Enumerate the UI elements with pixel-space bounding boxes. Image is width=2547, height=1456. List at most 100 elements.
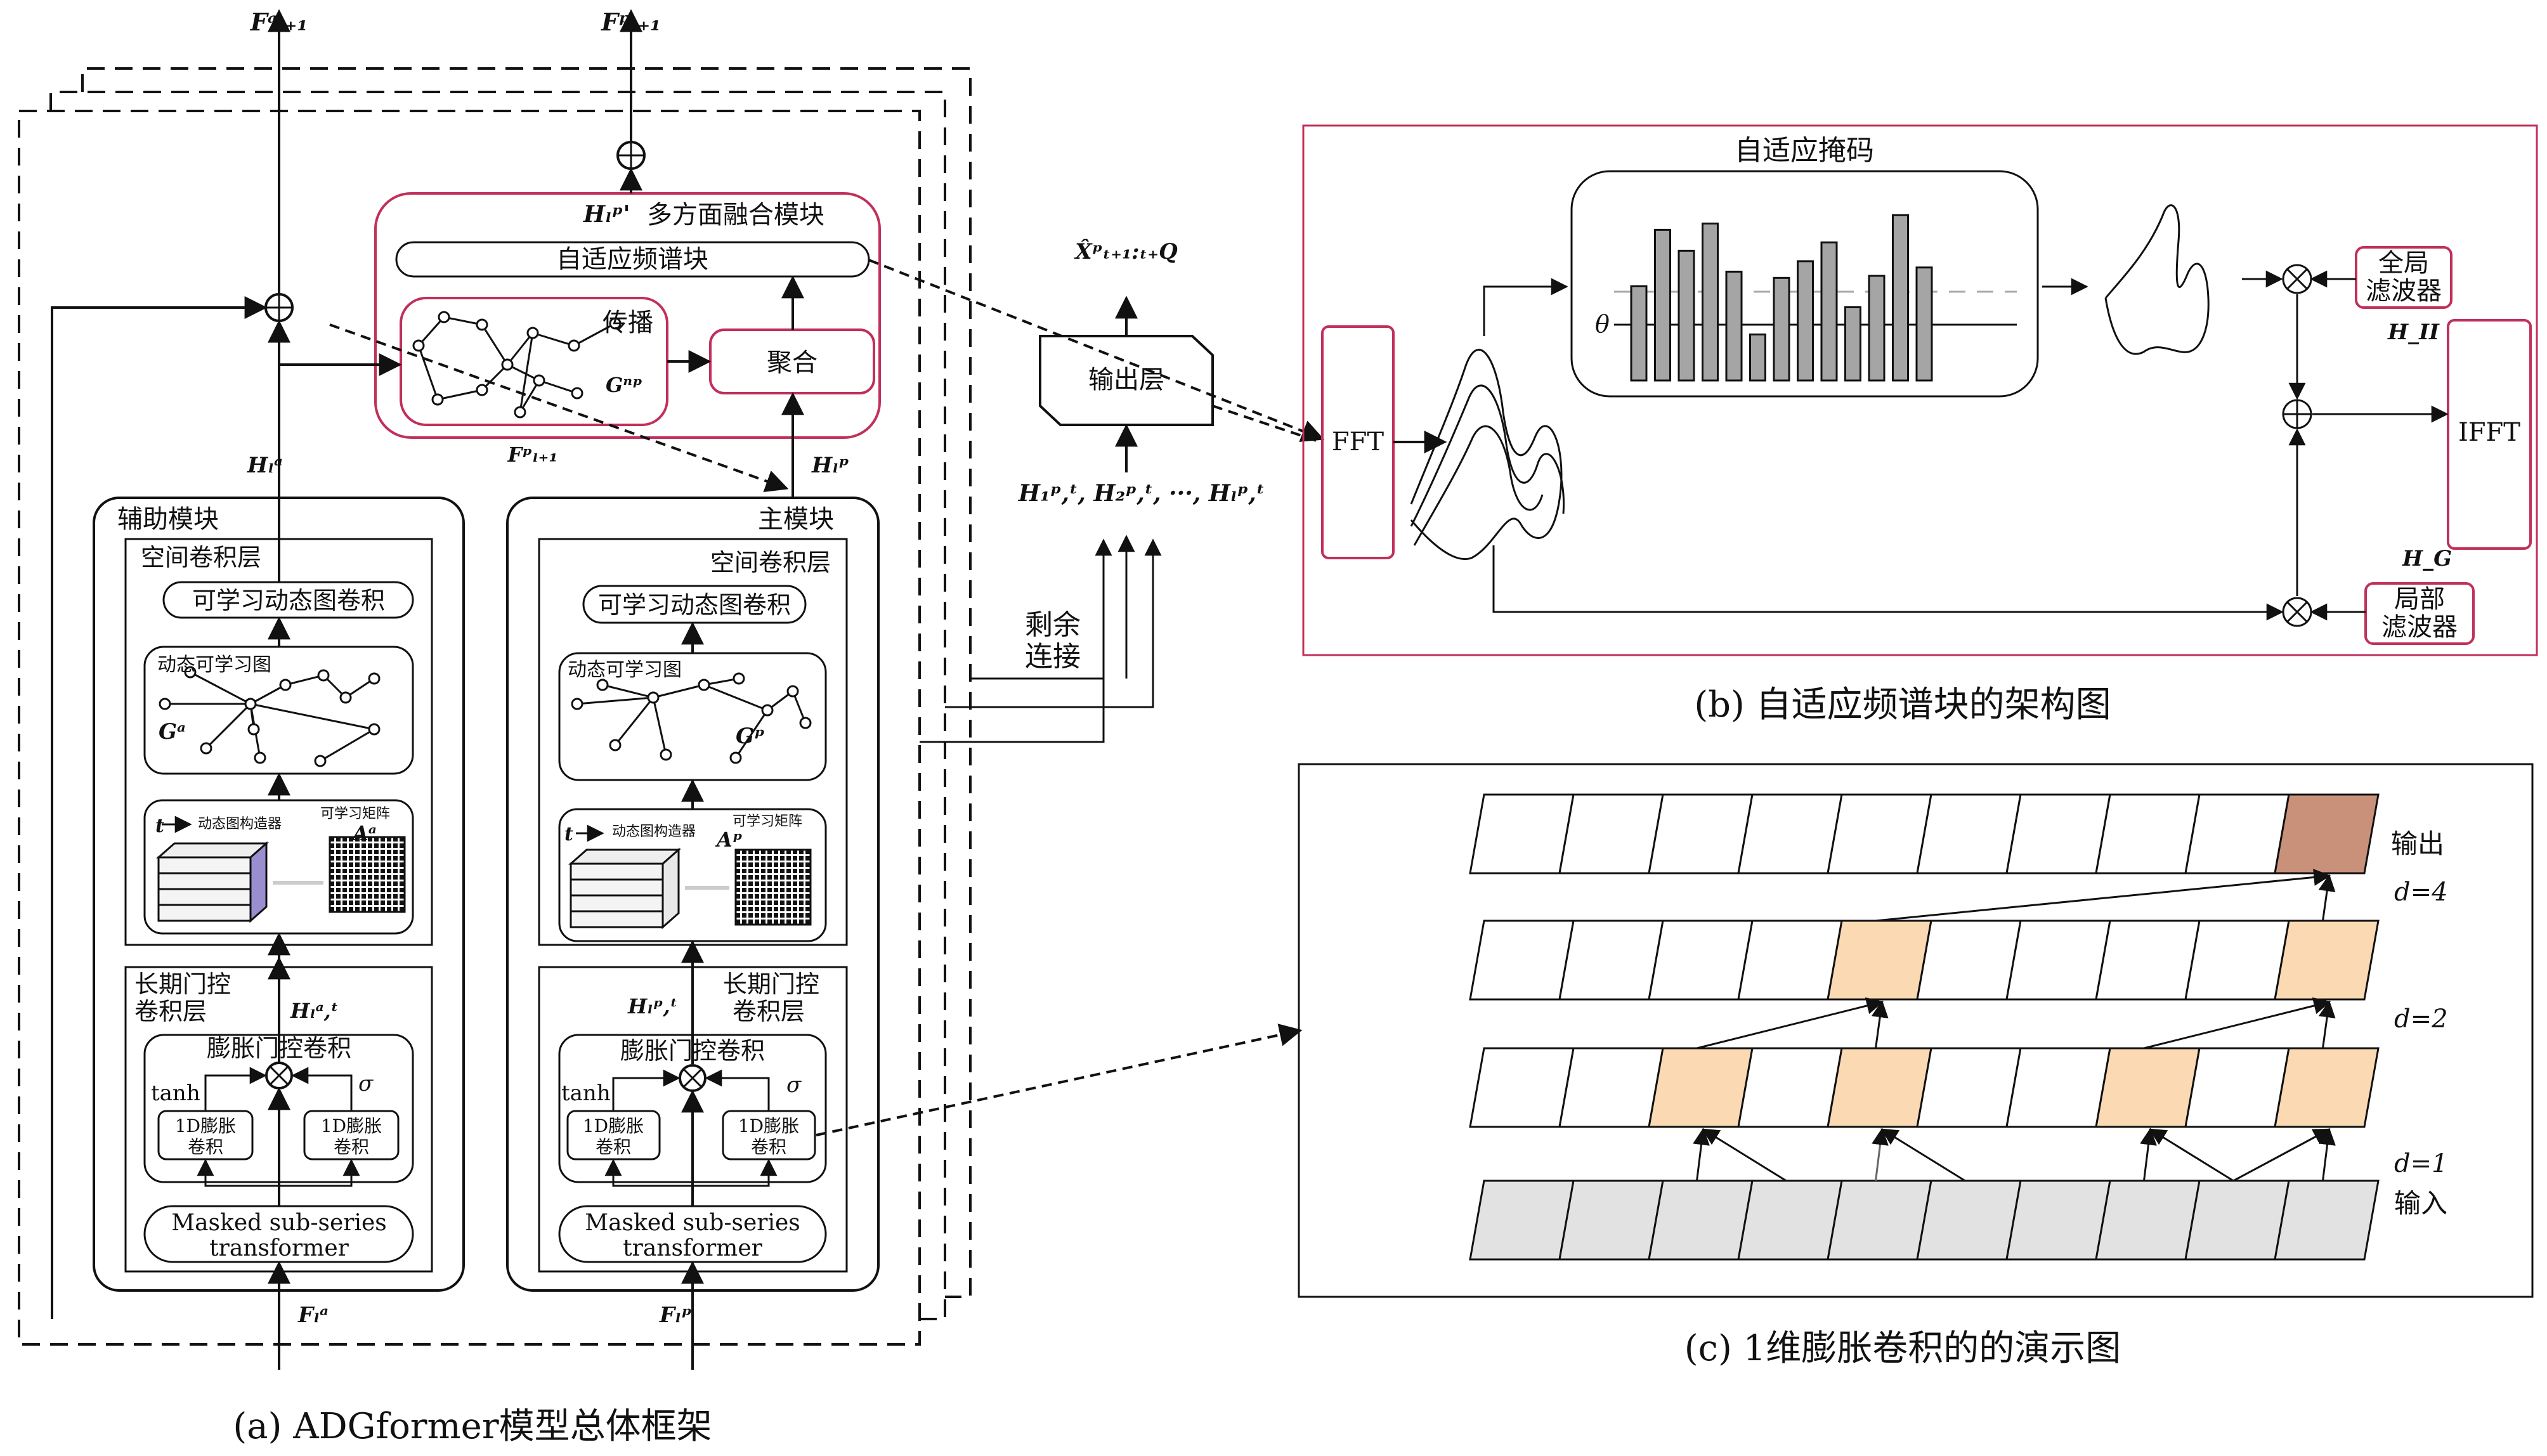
dilation-arrow [1693,1128,1710,1181]
mask-bars [1630,214,1933,382]
aux-graph-node [279,679,292,691]
aux-sigma-label: σ [358,1071,374,1096]
fusion-h-label: Hₗᵖ' [583,201,630,228]
caption-c: (c) 1维膨胀卷积的的演示图 [1684,1328,2121,1369]
main-longgate-line2: 卷积层 [733,998,805,1025]
mask-bar [1797,260,1814,382]
mask-bar [1677,249,1695,382]
dilation-cell [1558,1047,1664,1128]
aux-graph-edge [250,703,375,731]
aux-conv-left-line2: 卷积 [188,1136,223,1157]
mask-bar [1725,270,1743,382]
propagate-graph-edge [573,322,616,347]
aux-graph-edge [320,728,375,762]
caption-b: (b) 自适应频谱块的架构图 [1694,684,2111,725]
mask-bar [1630,285,1648,382]
dilation-cell [1469,920,1575,1001]
main-masked-line1: Masked sub-series [585,1210,800,1236]
propagate-graph-node [571,387,583,400]
adaptive-mask-box [1570,170,2039,398]
adaptive-spectrum-box [395,241,870,278]
residual-line1: 剩余 [1025,609,1081,641]
dilation-cell [2005,793,2111,874]
dilation-cell [1916,1047,2022,1128]
dilation-cell [1737,793,1843,874]
propagate-graph-node [609,317,622,330]
dilation-arrow [1871,1000,1889,1049]
aux-ht-label: Hₗᵃ,ᵗ [290,999,339,1023]
propagate-graph-node [476,318,488,331]
aux-graph-node [184,666,197,679]
dilation-cell [1827,1180,1932,1261]
layer-frame-back [81,67,972,1298]
propagate-label: 传播 [603,308,653,337]
dilation-cell [2274,1180,2380,1261]
output-layer-box [1039,335,1214,426]
aux-matrix-label: Aᵃ [351,821,377,845]
main-graph-edge [653,684,705,699]
fft-label: FFT [1332,427,1384,457]
dilation-cell [1737,920,1843,1001]
mask-bar [1773,276,1790,382]
layer-frame-front [18,110,921,1346]
x-hat-label: X̂ᵖₜ₊₁:ₜ₊Q [1074,238,1178,264]
local-filter-line2: 滤波器 [2381,613,2458,642]
main-longgate-line1: 长期门控 [723,970,819,998]
main-graph-node [761,704,774,717]
dilation-arrow [2319,1128,2336,1181]
aux-conv-left-line1: 1D膨胀 [175,1115,236,1136]
main-graph-edge [734,710,769,758]
aux-t-label: t [155,815,164,837]
aux-longgate-line2: 卷积层 [134,998,207,1025]
output-label: 输出 [2391,828,2444,859]
dilation-cell [2005,1180,2111,1261]
dilation-cell [1469,1047,1575,1128]
main-conv-left-line1: 1D膨胀 [583,1115,644,1136]
aux-spatial-label: 空间卷积层 [141,543,261,571]
local-filter-box [2364,582,2475,645]
mask-bar [1654,228,1671,382]
main-graph-label: Gᵖ [736,724,765,749]
h-a-label: Hₗᵃ [247,453,283,478]
aux-dilated-label: 膨胀门控卷积 [207,1034,351,1062]
graph-np-label: Gⁿᵖ [606,373,642,397]
dilation-cell [2184,1180,2290,1261]
aux-title: 辅助模块 [117,505,219,534]
f-next-p-label: Fᵖₗ₊₁ [507,443,558,467]
main-tensor-cube [568,847,681,930]
layer-frame-mid [49,91,946,1320]
main-ldgc-label: 可学习动态图卷积 [598,591,791,619]
aux-graph-node [314,755,327,767]
main-graph-node [733,672,745,685]
dilation-cell [1827,920,1932,1001]
main-sigma-label: σ [786,1072,802,1098]
h-local-label: H_G [2402,546,2452,571]
main-title: 主模块 [758,505,834,534]
dilation-cell [1469,793,1575,874]
aux-constructor-label: 动态图构造器 [198,816,282,832]
main-masked-line2: transformer [623,1235,762,1261]
dilation-arrows [1693,868,2336,1182]
propagate-graph-node [568,339,580,352]
aux-matrix-grid [329,836,406,913]
h-list-label: H₁ᵖ,ᵗ, H₂ᵖ,ᵗ, ···, Hₗᵖ,ᵗ [1018,480,1265,507]
caption-a: (a) ADGformer模型总体框架 [233,1406,712,1447]
aux-longgate-line1: 长期门控 [134,970,231,998]
propagate-graph-node [526,327,539,339]
propagate-graph-edge [417,316,445,346]
aux-graph-node [159,698,171,710]
main-matrix-text: 可学习矩阵 [733,814,802,829]
aux-graph-node [339,691,352,704]
dilation-cell [2274,793,2380,874]
dilation-cell [1558,1180,1664,1261]
dilation-cell [1737,1180,1843,1261]
aux-conv-right-line1: 1D膨胀 [321,1115,382,1136]
dilation-cell [2274,920,2380,1001]
dilation-cell [1827,1047,1932,1128]
aux-tensor-cube [156,841,269,923]
main-graph-edge [576,696,654,705]
aux-tanh-label: tanh [151,1081,200,1106]
aggregate-label: 聚合 [767,348,818,377]
dilation-cell [2184,920,2290,1001]
